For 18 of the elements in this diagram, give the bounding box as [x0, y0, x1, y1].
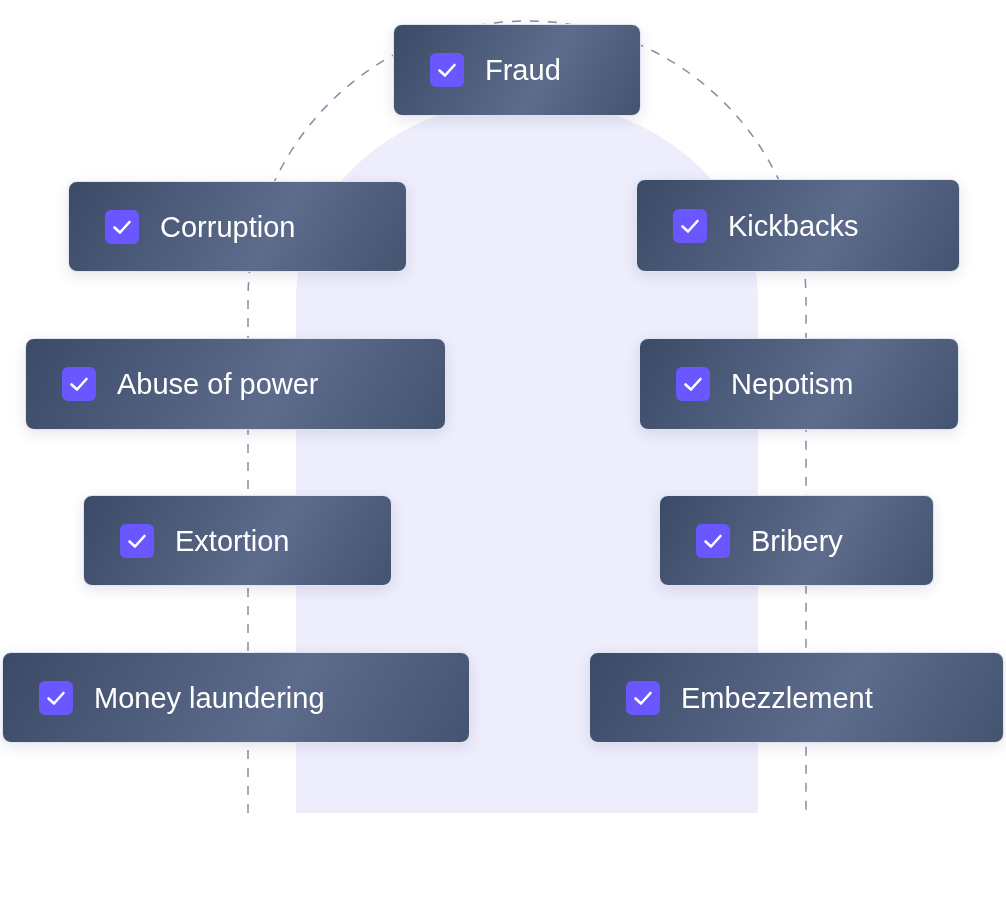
tag-card: [639, 338, 959, 430]
tag-card: [636, 179, 960, 272]
tag-label: Nepotism: [731, 367, 854, 401]
tag-label: Kickbacks: [728, 209, 859, 242]
tag-label: Embezzlement: [681, 681, 873, 714]
tag-card: [68, 181, 407, 272]
tag-label: Extortion: [175, 524, 290, 557]
tag-card: [659, 495, 934, 586]
tag-card: [393, 24, 641, 116]
tag-label: Money laundering: [94, 681, 325, 714]
tag-label: Bribery: [751, 524, 843, 557]
tag-card: [25, 338, 446, 430]
tag-label: Abuse of power: [117, 367, 319, 401]
tag-card: [83, 495, 392, 586]
tag-card: [589, 652, 1004, 743]
tag-label: Fraud: [485, 53, 561, 87]
tag-card: [2, 652, 470, 743]
tag-label: Corruption: [160, 210, 296, 243]
